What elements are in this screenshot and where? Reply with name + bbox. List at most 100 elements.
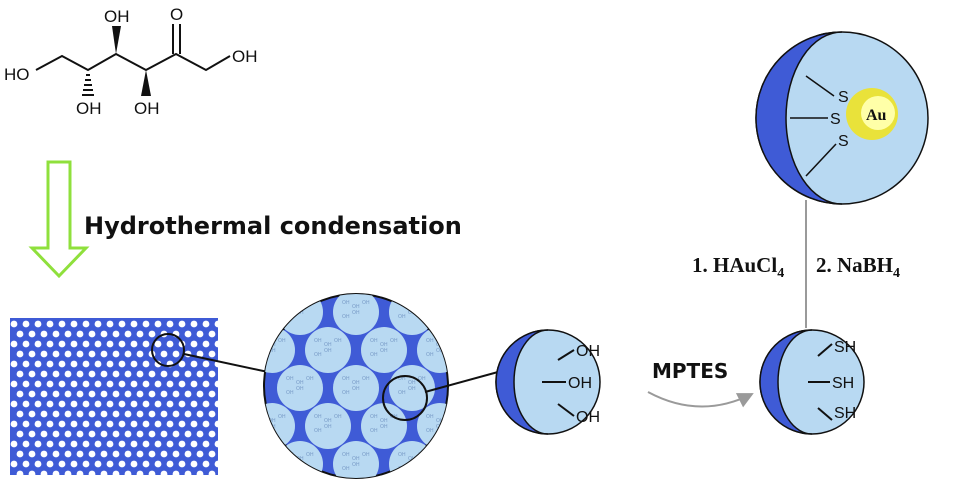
pore-hydroxyl-text: OH	[352, 380, 360, 386]
pore-dot	[178, 380, 186, 388]
pore-hydroxyl-text: OH	[296, 380, 304, 386]
pore-dot	[214, 460, 218, 468]
pore-dot	[70, 380, 78, 388]
pore-dot	[82, 320, 90, 328]
pore-hydroxyl-text: OH	[426, 414, 434, 420]
pore-dot	[130, 360, 138, 368]
pore-hydroxyl-text: OH	[370, 338, 378, 344]
zoom-circle-2	[382, 375, 428, 421]
pore-dot	[184, 370, 192, 378]
pore-dot	[64, 450, 72, 458]
pore-dot	[154, 380, 162, 388]
pore-dot	[184, 450, 192, 458]
pore-dot	[221, 431, 228, 438]
pore-dot	[178, 420, 186, 428]
pore-dot	[28, 430, 36, 438]
pore-dot	[160, 430, 168, 438]
pore-dot	[214, 320, 218, 328]
pore-hydroxyl-text: OH	[352, 310, 360, 316]
pore-dot	[16, 330, 24, 338]
pore-dot	[34, 380, 42, 388]
pore-dot	[94, 320, 102, 328]
pore-hydroxyl-text: OH	[334, 414, 342, 420]
pore-hydroxyl-text: OH	[380, 342, 388, 348]
fructose-molecule: HO OH OH OH OH O	[4, 5, 258, 118]
pore-dot	[196, 330, 204, 338]
pore-dot	[130, 380, 138, 388]
pore-hydroxyl-text: OH	[278, 414, 286, 420]
pore-dot	[94, 360, 102, 368]
pore-dot	[136, 450, 144, 458]
pore-dot	[40, 390, 48, 398]
pore-dot	[214, 440, 218, 448]
pore-dot	[136, 370, 144, 378]
pore-hydroxyl-text: OH	[352, 462, 360, 468]
pore-dot	[52, 390, 60, 398]
pore-dot	[172, 370, 180, 378]
molecule-oh-bottom-2: OH	[134, 99, 160, 118]
pore-hydroxyl-text: OH	[286, 300, 294, 306]
magnified-pore	[417, 327, 448, 373]
pore-dot	[28, 390, 36, 398]
molecule-oh-right: OH	[232, 47, 258, 66]
pore-dot	[166, 460, 174, 468]
pore-dot	[172, 350, 180, 358]
mptes-arrow	[647, 391, 754, 408]
pore-dot	[148, 390, 156, 398]
pore-hydroxyl-text: OH	[408, 310, 416, 316]
pore-dot	[148, 330, 156, 338]
pore-dot	[58, 420, 66, 428]
pore-dot	[208, 430, 216, 438]
pore-dot	[52, 410, 60, 418]
pore-dot	[88, 410, 96, 418]
pore-dot	[124, 390, 132, 398]
pore-dot	[94, 440, 102, 448]
pore-dot	[34, 360, 42, 368]
pore-dot	[184, 430, 192, 438]
pore-dot	[34, 420, 42, 428]
pore-dot	[10, 320, 18, 328]
pore-dot	[178, 360, 186, 368]
pore-dot	[16, 410, 24, 418]
pore-dot	[88, 350, 96, 358]
pore-hydroxyl-text: OH	[362, 376, 370, 382]
pore-dot	[34, 440, 42, 448]
pore-hydroxyl-text: OH	[408, 304, 416, 310]
pore-dot	[88, 330, 96, 338]
pore-dot	[82, 340, 90, 348]
pore-dot	[82, 360, 90, 368]
pore-dot	[148, 470, 156, 475]
pore-hydroxyl-text: OH	[314, 428, 322, 434]
pore-dot	[22, 320, 30, 328]
pore-dot	[148, 410, 156, 418]
pore-dot	[58, 360, 66, 368]
pore-dot	[88, 370, 96, 378]
pore-dot	[10, 420, 18, 428]
pore-dot	[100, 410, 108, 418]
pore-dot	[70, 360, 78, 368]
pore-hydroxyl-text: OH	[408, 380, 416, 386]
pore-dot	[106, 360, 114, 368]
magnified-pore	[333, 294, 379, 335]
pore-dot	[142, 460, 150, 468]
pore-dot	[172, 450, 180, 458]
pore-dot	[154, 460, 162, 468]
pore-dot	[136, 410, 144, 418]
pore-hydroxyl-text: OH	[390, 338, 398, 344]
pore-dot	[40, 370, 48, 378]
reagent-hauc14: 1. HAuCl4	[692, 253, 784, 281]
thiol-group-2: SH	[832, 375, 854, 392]
pore-hydroxyl-text: OH	[296, 462, 304, 468]
pore-dot	[46, 440, 54, 448]
pore-dot	[16, 350, 24, 358]
pore-dot	[82, 380, 90, 388]
pore-dot	[208, 330, 216, 338]
pore-dot	[106, 460, 114, 468]
gold-particle: Au S S S	[755, 31, 929, 205]
pore-dot	[172, 430, 180, 438]
pore-dot	[76, 350, 84, 358]
pore-dot	[172, 410, 180, 418]
pore-dot	[70, 320, 78, 328]
pore-dot	[142, 340, 150, 348]
